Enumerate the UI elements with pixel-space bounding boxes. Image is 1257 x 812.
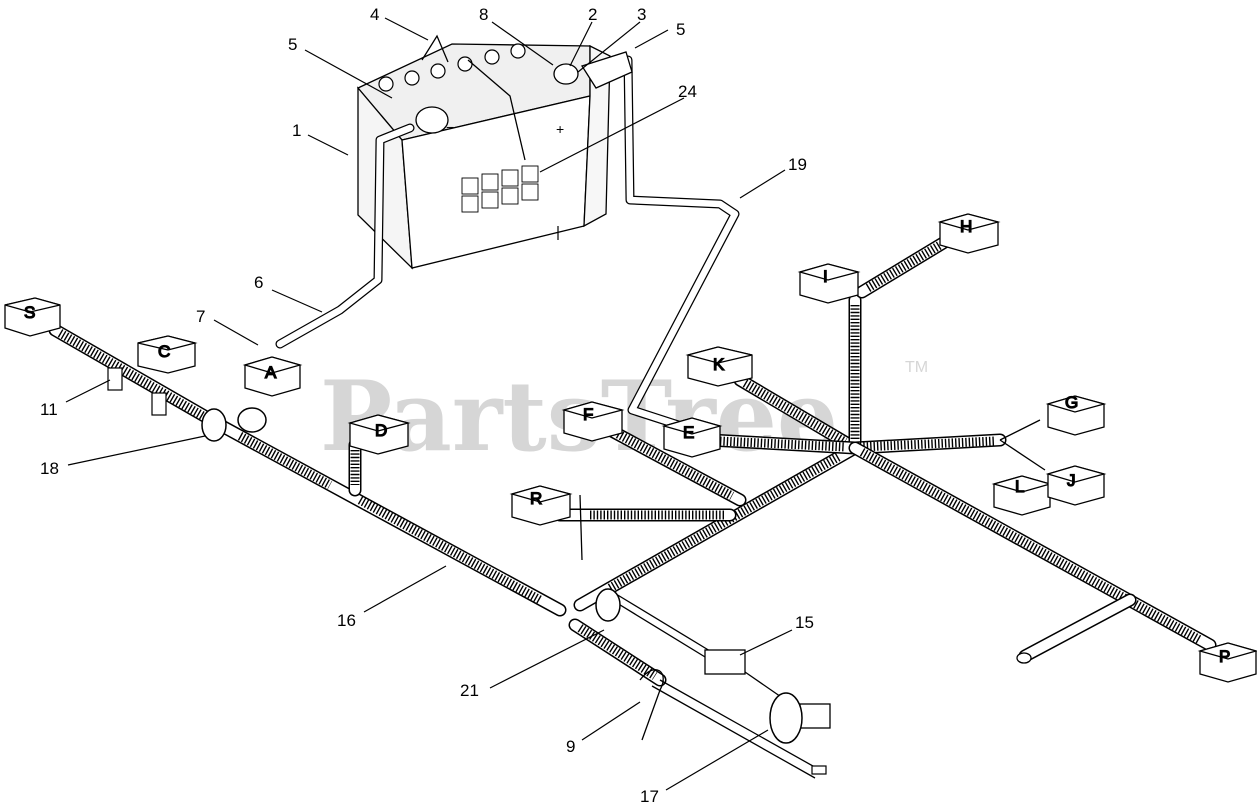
connector-e-label: E	[683, 423, 694, 442]
connector-l: L	[991, 475, 1053, 516]
clip-1	[107, 367, 123, 391]
connector-d-label: D	[375, 421, 387, 440]
connector-g-label: G	[1065, 393, 1078, 412]
connector-f-label: F	[583, 405, 593, 424]
connector-g: G	[1045, 392, 1107, 436]
ring-terminal	[1016, 652, 1032, 664]
connector-k: K	[685, 346, 753, 387]
connector-c: C	[137, 335, 198, 374]
grommet-left	[201, 408, 227, 442]
callout-1: 1	[292, 121, 301, 140]
grommet-center	[595, 588, 621, 622]
connector-i-label: I	[823, 267, 828, 286]
connectors: S C A D F E	[4, 213, 1257, 683]
connector-p-label: P	[1219, 647, 1230, 666]
battery: + −	[356, 34, 611, 270]
callout-5-left: 5	[288, 35, 297, 54]
connector-l-label: L	[1015, 477, 1024, 496]
negative-terminal-boot	[415, 106, 449, 134]
main-harness	[48, 233, 1217, 779]
connector-a-label: A	[265, 363, 277, 382]
connector-f: F	[561, 401, 625, 442]
connector-p: P	[1197, 642, 1257, 683]
connector-j-label: J	[1067, 471, 1076, 490]
connector-r: R	[509, 485, 573, 526]
callout-2: 2	[588, 5, 597, 24]
callout-5-right: 5	[676, 20, 685, 39]
callout-24: 24	[678, 82, 697, 101]
callout-17: 17	[640, 787, 659, 806]
watermark-tm: TM	[905, 359, 928, 376]
callout-numbers: 1 2 3 4 5 5 6 7 8 9 11 15 16 17 18 19 21…	[40, 5, 814, 806]
positive-battery-cable	[624, 56, 739, 436]
clip-2	[151, 392, 167, 416]
connector-h-label: H	[960, 217, 972, 236]
callout-19: 19	[788, 155, 807, 174]
relay	[704, 649, 746, 675]
connector-j: J	[1045, 465, 1107, 506]
connector-s-label: S	[24, 303, 35, 322]
connector-a: A	[242, 356, 303, 397]
clamp	[639, 669, 664, 741]
callout-3: 3	[637, 5, 646, 24]
negative-battery-cable	[276, 124, 414, 348]
connector-k-label: K	[713, 355, 725, 374]
connector-e: E	[661, 417, 723, 458]
callout-15: 15	[795, 613, 814, 632]
grommet-a	[237, 407, 267, 433]
callout-9: 9	[566, 737, 575, 756]
connector-i: I	[797, 263, 861, 304]
battery-negative-mark: −	[446, 119, 454, 135]
callout-8: 8	[479, 5, 488, 24]
battery-decal	[461, 165, 539, 213]
battery-positive-mark: +	[556, 121, 564, 137]
battery-strap	[421, 34, 526, 161]
callout-18: 18	[40, 459, 59, 478]
connector-c-label: C	[158, 342, 170, 361]
callout-21: 21	[460, 681, 479, 700]
connector-h: H	[937, 213, 1001, 254]
fuse-holder	[769, 692, 803, 744]
callout-leaders	[65, 17, 793, 791]
connector-d: D	[347, 414, 411, 455]
connector-plug	[799, 703, 831, 729]
callout-16: 16	[337, 611, 356, 630]
callout-6: 6	[254, 273, 263, 292]
callout-4: 4	[370, 5, 379, 24]
connector-r-label: R	[530, 489, 542, 508]
connector-s: S	[4, 297, 61, 337]
positive-terminal	[553, 63, 579, 85]
callout-11: 11	[40, 400, 58, 419]
callout-7: 7	[196, 307, 205, 326]
